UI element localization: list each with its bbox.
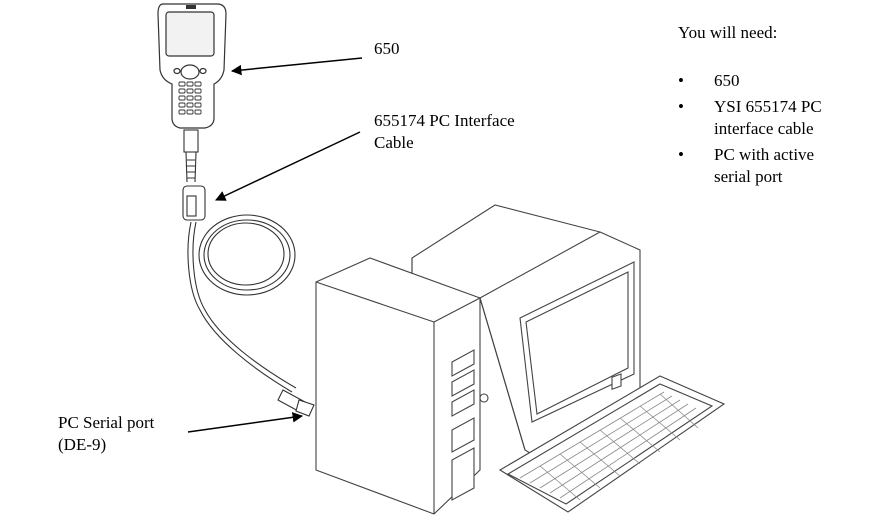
list-item: •650 xyxy=(678,71,740,90)
keyboard-icon xyxy=(498,375,726,513)
list-item: •YSI 655174 PC interface cable xyxy=(678,97,822,138)
label-650: 650 xyxy=(374,39,400,58)
label-cable-line2: Cable xyxy=(374,133,414,152)
requirements-list: •650 •YSI 655174 PC interface cable •PC … xyxy=(678,70,878,188)
bullet-icon: • xyxy=(678,71,684,90)
requirements-box: You will need: •650 •YSI 655174 PC inter… xyxy=(678,22,878,192)
arrow-to-cable xyxy=(215,131,361,201)
arrow-to-650 xyxy=(230,57,363,76)
desktop-pc-icon xyxy=(315,204,641,515)
list-item: •PC with active serial port xyxy=(678,145,815,186)
bullet-icon: • xyxy=(678,145,684,164)
requirements-heading: You will need: xyxy=(678,23,778,42)
bullet-icon: • xyxy=(678,97,684,116)
label-cable-line1: 655174 PC Interface xyxy=(374,111,515,130)
arrow-to-serial-port xyxy=(187,412,304,433)
handheld-650-icon xyxy=(157,3,227,129)
label-serial-port-line2: (DE-9) xyxy=(58,435,107,454)
label-serial-port-line1: PC Serial port xyxy=(58,413,155,432)
interface-cable-icon xyxy=(182,129,315,417)
